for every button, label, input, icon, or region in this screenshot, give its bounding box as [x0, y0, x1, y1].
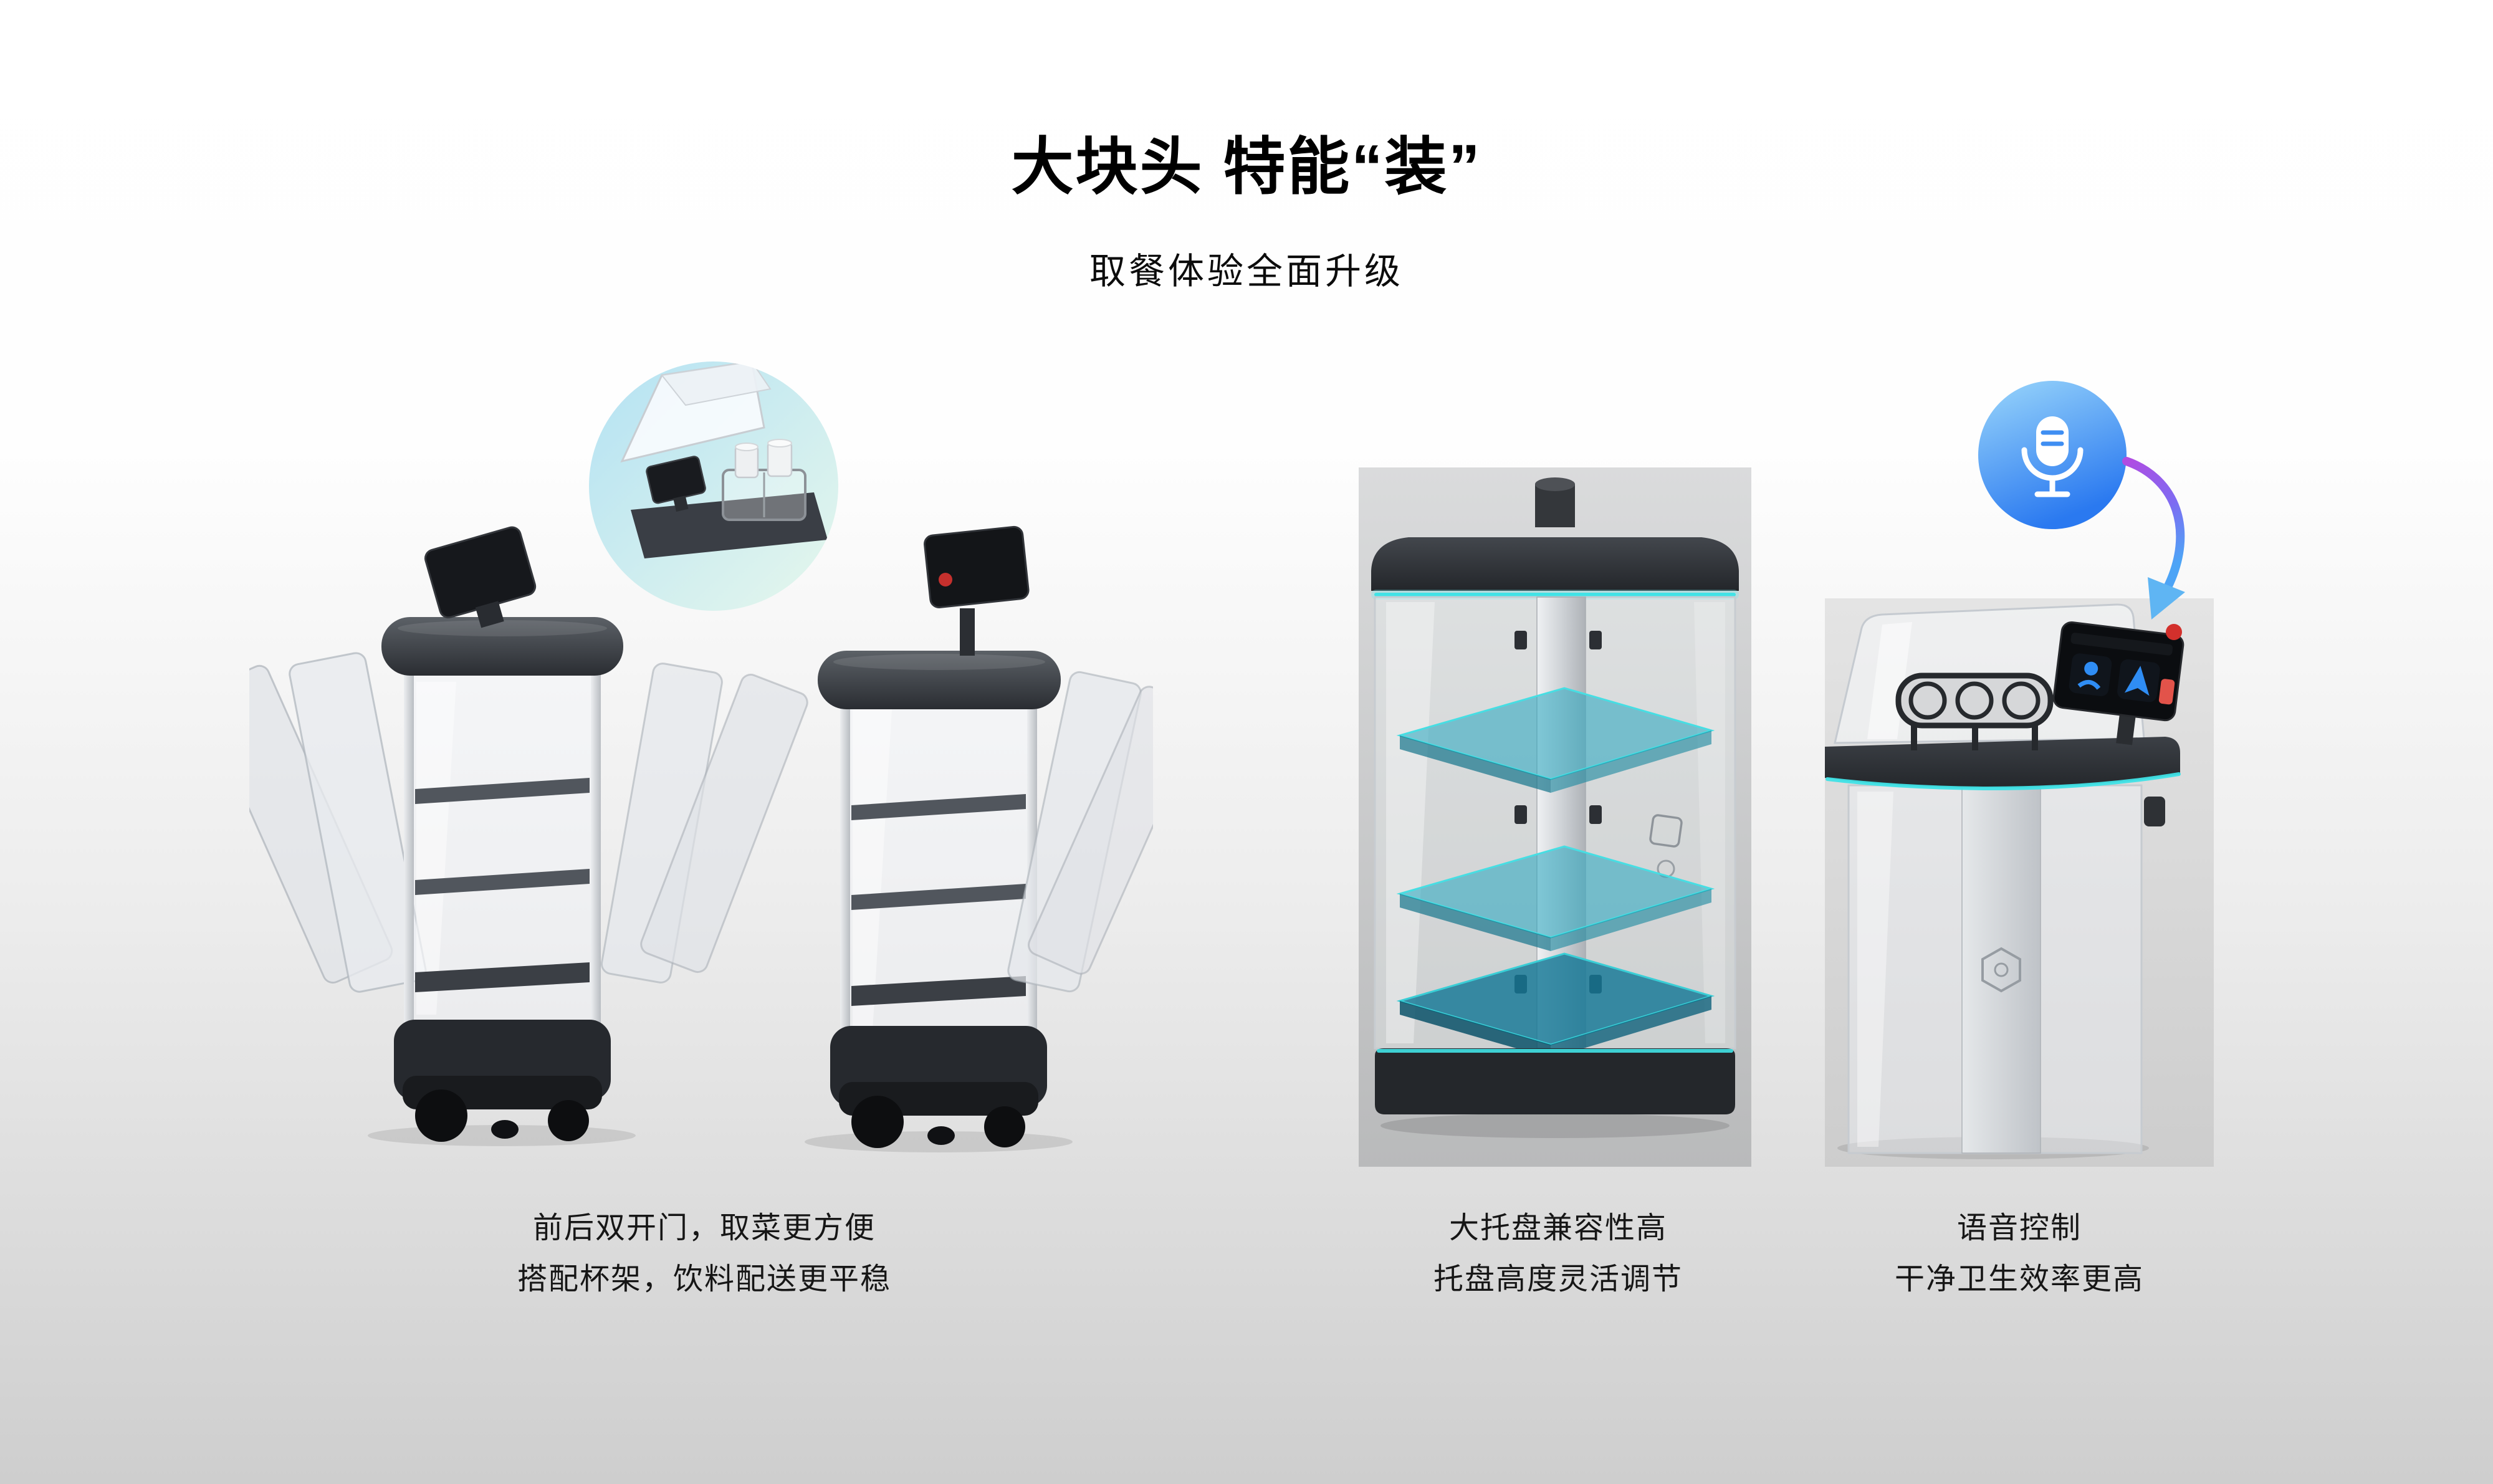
robot-b-screen [924, 525, 1030, 656]
wheel [415, 1089, 467, 1142]
emergency-button [939, 573, 952, 586]
robot-a-screen [424, 526, 537, 628]
brand-logo [1981, 947, 2021, 993]
wheel [851, 1096, 904, 1148]
cabinet-top [1371, 537, 1739, 591]
cup [767, 441, 793, 477]
wheel [548, 1100, 589, 1141]
brand-logo [1649, 814, 1683, 848]
cup-holder-inset [589, 361, 838, 611]
voice-control-overlay [1978, 381, 2185, 620]
tray-cabinet-illustration [1359, 467, 1751, 1167]
center-pillar [1961, 785, 2041, 1154]
inset-screen [646, 456, 706, 512]
cup-rack [1895, 673, 2054, 750]
adjustable-trays [1396, 687, 1715, 1058]
feature-caption-voice: 语音控制 干净卫生效率更高 [1770, 1203, 2269, 1305]
feature-caption-double-doors: 前后双开门，取菜更方便 搭配杯架，饮料配送更平稳 [393, 1203, 1016, 1305]
robot-a-open-doors [249, 652, 427, 993]
robot-b-open-doors [1007, 671, 1153, 993]
caption-line: 干净卫生效率更高 [1894, 1263, 2144, 1296]
between-open-doors [600, 663, 808, 984]
caption-line: 大托盘兼容性高 [1448, 1212, 1667, 1245]
caption-line: 托盘高度灵活调节 [1433, 1263, 1683, 1296]
double-door-robots-illustration [249, 361, 1153, 1152]
feature-caption-trays: 大托盘兼容性高 托盘高度灵活调节 [1309, 1203, 1807, 1305]
robot-a [381, 526, 623, 1142]
cabinet-base [1375, 1048, 1735, 1114]
emergency-button [2166, 624, 2182, 640]
page-subtitle: 取餐体验全面升级 [1089, 251, 1404, 292]
cyan-light-strip [1825, 772, 2181, 791]
control-screen [2052, 621, 2184, 722]
caption-line: 前后双开门，取菜更方便 [532, 1212, 876, 1245]
voice-arrow-icon [2122, 457, 2185, 591]
caption-line: 搭配杯架，饮料配送更平稳 [517, 1263, 891, 1296]
side-sensor [2144, 797, 2165, 826]
voice-control-illustration [1825, 598, 2214, 1167]
caption-line: 语音控制 [1956, 1212, 2082, 1245]
wheel [984, 1106, 1025, 1147]
robot-b [818, 525, 1061, 1148]
page-title: 大块头 特能“装” [1011, 132, 1482, 202]
arrow-head [2148, 577, 2185, 620]
